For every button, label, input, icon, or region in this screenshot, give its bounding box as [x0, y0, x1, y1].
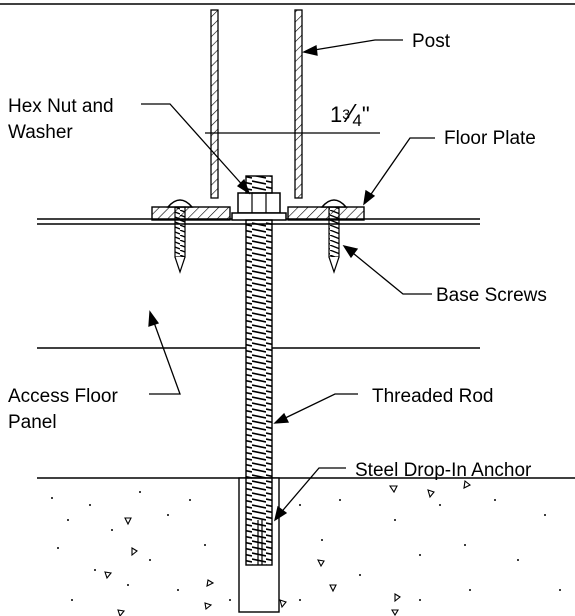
- leader-base-screws: [342, 245, 432, 295]
- concrete-aggregate: [104, 479, 472, 616]
- base-screws-label: Base Screws: [436, 285, 547, 306]
- washer-label: Washer: [8, 122, 73, 143]
- leader-hex-nut: [141, 103, 251, 195]
- dimension-whole: 1: [330, 102, 343, 127]
- post: [210, 9, 303, 199]
- threaded-rod: [245, 175, 273, 194]
- base-screw-right: [320, 199, 348, 274]
- panel-label: Panel: [8, 412, 57, 433]
- post-label: Post: [412, 31, 451, 52]
- dimension-numerator: 3: [342, 106, 351, 122]
- drop-in-anchor: [238, 477, 280, 613]
- leader-access-floor: [148, 310, 181, 395]
- floor-plate-label: Floor Plate: [444, 128, 536, 149]
- dimension-denominator: 4: [352, 111, 362, 130]
- base-screw-left: [166, 199, 194, 274]
- leader-threaded-rod: [273, 393, 358, 424]
- access-floor-label: Access Floor: [8, 386, 118, 407]
- dimension-unit: ": [361, 102, 370, 127]
- leader-floor-plate: [363, 137, 435, 206]
- threaded-rod-label: Threaded Rod: [372, 386, 494, 407]
- dimension-label: 13⁄4": [330, 98, 370, 130]
- floor-plate: [151, 206, 365, 221]
- hex-nut-washer: [231, 192, 287, 221]
- leader-post: [302, 39, 403, 56]
- dimension-slash: ⁄: [349, 98, 354, 128]
- concrete-speckle: [51, 491, 561, 601]
- hex-nut-label: Hex Nut and: [8, 96, 114, 117]
- anchor-label: Steel Drop-In Anchor: [355, 460, 532, 481]
- leader-anchor: [274, 467, 346, 522]
